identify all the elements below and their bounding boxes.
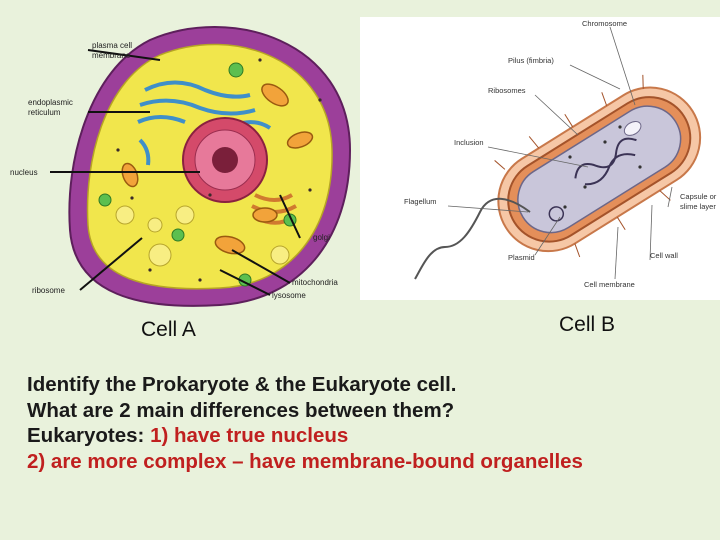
- caption-cell-a: Cell A: [141, 318, 196, 341]
- answer-line-1: Eukaryotes: 1) have true nucleus: [27, 423, 717, 449]
- label-nucleus: nucleus: [10, 168, 38, 177]
- ribosome-dots: [116, 58, 322, 282]
- label-lines-b: [447, 26, 673, 280]
- label-chromosome: Chromosome: [582, 19, 627, 28]
- question-text-block: Identify the Prokaryote & the Eukaryote …: [27, 372, 717, 474]
- label-er-2: reticulum: [28, 108, 61, 117]
- inclusion-shape: [623, 120, 642, 136]
- label-inclusion: Inclusion: [454, 138, 484, 147]
- nucleolus-shape: [212, 147, 238, 173]
- label-pilus: Pilus (fimbria): [508, 56, 554, 65]
- mitochondria-shape: [121, 83, 314, 255]
- question-line-1: Identify the Prokaryote & the Eukaryote …: [27, 373, 457, 396]
- label-plasmid: Plasmid: [508, 253, 535, 262]
- answer-true-nucleus: 1) have true nucleus: [150, 424, 349, 447]
- label-arrows: [50, 49, 301, 296]
- label-cell-membrane: Cell membrane: [584, 280, 635, 289]
- eukaryotic-cell-diagram: plasma cell membrane endoplasmic reticul…: [10, 26, 352, 307]
- answer-prefix: Eukaryotes:: [27, 424, 145, 447]
- question-line-2: What are 2 main differences between them…: [27, 398, 455, 422]
- label-er-1: endoplasmic: [28, 98, 73, 107]
- label-capsule-1: Capsule or: [680, 192, 717, 201]
- label-ribosomes: Ribosomes: [488, 86, 526, 95]
- prokaryotic-cell-diagram: Chromosome Pilus (fimbria) Ribosomes Inc…: [360, 17, 720, 300]
- plasmid-shape: [548, 206, 565, 222]
- flagellum-shape: [414, 197, 531, 280]
- label-lysosome: lysosome: [272, 291, 306, 300]
- label-ribosome: ribosome: [32, 286, 65, 295]
- label-plasma-membrane-1: plasma cell: [92, 41, 132, 50]
- label-golgi: golgi: [313, 233, 330, 242]
- ribosome-dots-b: [563, 125, 642, 209]
- label-cell-wall: Cell wall: [650, 251, 678, 260]
- label-flagellum: Flagellum: [404, 197, 437, 206]
- cell-interior-shape: [517, 105, 682, 234]
- answer-line-2: 2) are more complex – have membrane-boun…: [27, 449, 583, 473]
- label-capsule-2: slime layer: [680, 202, 716, 211]
- label-mitochondria: mitochondria: [292, 278, 338, 287]
- caption-cell-b: Cell B: [559, 313, 616, 336]
- label-plasma-membrane-2: membrane: [92, 51, 131, 60]
